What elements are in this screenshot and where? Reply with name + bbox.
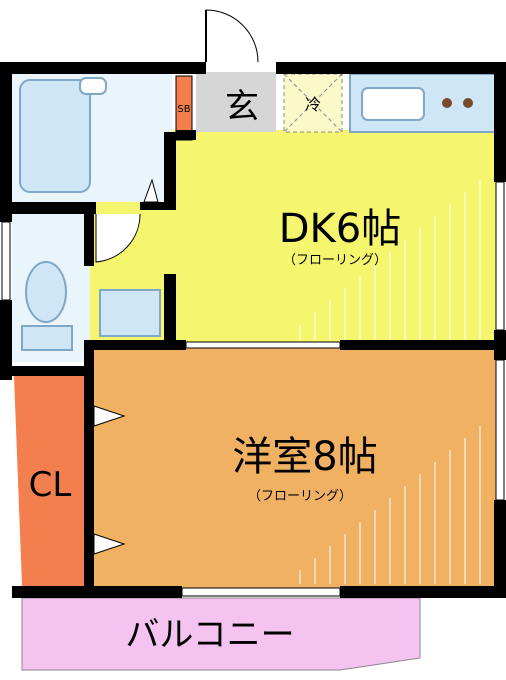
dk-hatching	[299, 180, 481, 340]
dk-floor-type: （フローリング）	[283, 253, 387, 268]
balcony-label: バルコニー	[125, 615, 294, 655]
fridge-label: 冷	[305, 95, 321, 114]
sink	[361, 87, 425, 121]
entrance-floor	[196, 72, 276, 132]
toilet-bowl	[25, 261, 67, 323]
closet-label: CL	[29, 465, 72, 505]
toilet-tank	[21, 325, 73, 351]
western-floor	[88, 346, 498, 588]
fridge-space	[283, 73, 343, 133]
walls	[0, 62, 506, 598]
bathtub	[19, 79, 91, 193]
shoebox-label: SB	[177, 104, 190, 115]
entrance-door	[205, 9, 259, 63]
entrance-label: 玄	[225, 87, 259, 127]
stove-burner-1	[442, 98, 452, 108]
western-floor-type: （フローリング）	[248, 489, 352, 504]
bath-door	[95, 213, 141, 263]
bath-door-arrow	[143, 178, 159, 203]
windows	[1, 181, 505, 597]
stove-burner-2	[463, 98, 473, 108]
closet-floor	[14, 376, 84, 586]
closet-door-2	[93, 533, 126, 555]
western-hatching	[299, 426, 481, 584]
closet-door-1	[93, 405, 126, 427]
dk-floor	[172, 130, 497, 344]
dk-name: DK6帖	[279, 206, 401, 252]
western-name: 洋室8帖	[232, 434, 377, 480]
washstand	[99, 289, 161, 337]
washbasin-bath	[79, 77, 107, 95]
